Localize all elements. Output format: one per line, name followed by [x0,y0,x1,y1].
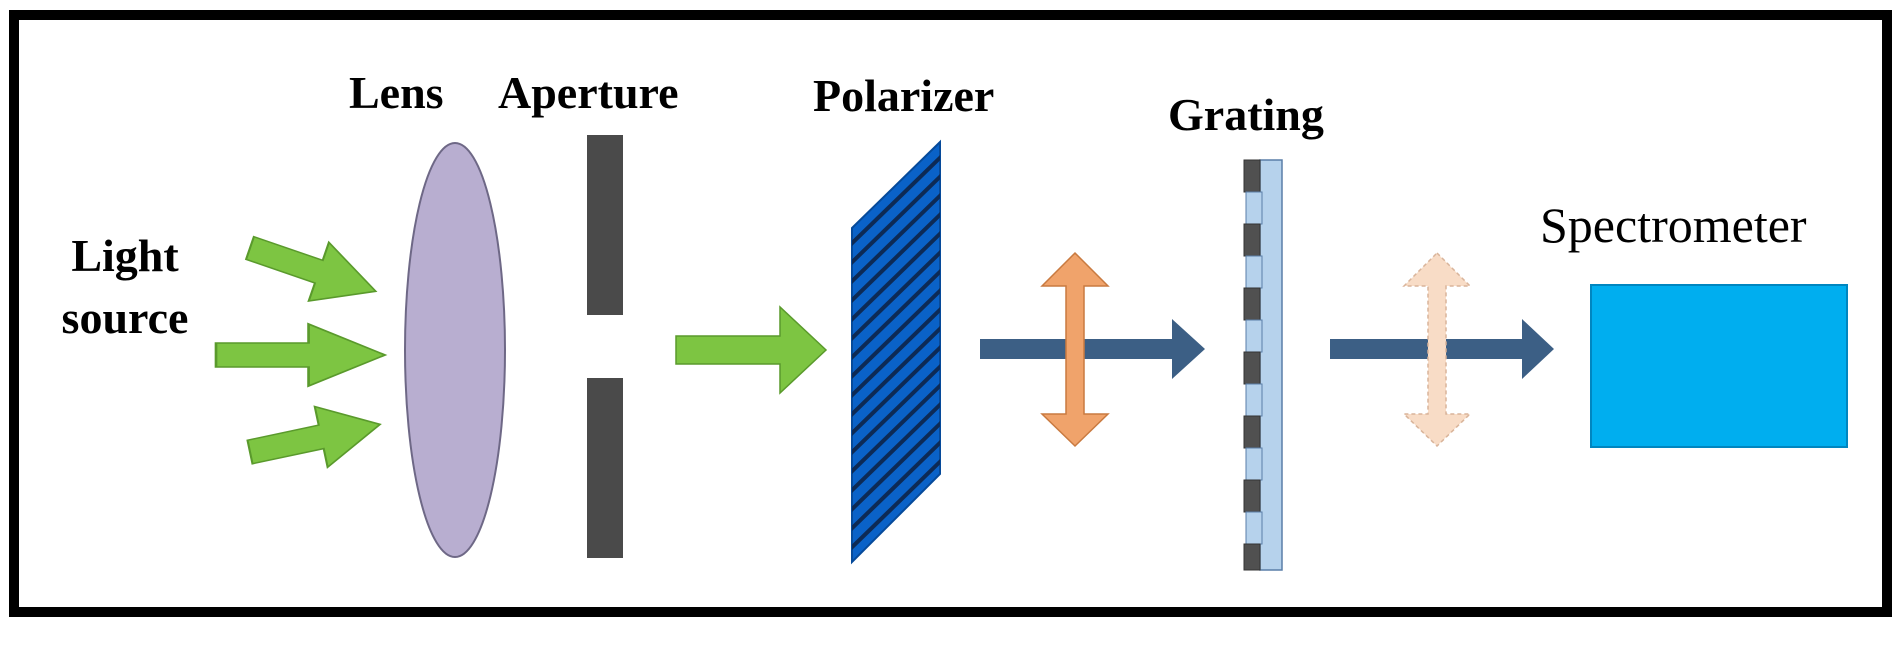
polarizer-line [852,224,940,328]
diagram-frame [9,10,1892,617]
grating-tooth [1243,159,1261,193]
polarizer-line [852,300,940,404]
spectrometer-icon [1590,284,1848,448]
polarizer-line [852,338,940,442]
aperture-icon [587,135,623,558]
grating-tooth [1245,191,1263,225]
polarizer-line [852,414,940,518]
light-ray-to-polarizer [675,305,828,395]
polarizer-line [852,281,940,385]
polarizer-label: Polarizer [813,70,995,121]
grating-teeth [1243,159,1263,571]
beam-arrow-1 [980,319,1205,379]
light-ray-middle [214,322,388,388]
polarizer-line [852,167,940,271]
light-source-label: Light source [40,225,210,349]
grating-icon [1243,159,1283,571]
polarizer-line [852,433,940,537]
grating-tooth [1243,543,1261,571]
grating-tooth [1243,287,1261,321]
light-rays [214,235,388,469]
grating-tooth [1243,351,1261,385]
aperture-upper-blade [587,135,623,315]
grating-tooth [1243,415,1261,449]
aperture-label: Aperture [498,67,679,118]
polarizer-line [852,319,940,423]
light-ray-upper [244,235,378,303]
polarization-arrow-1 [1040,251,1110,448]
polarizer-line [852,186,940,290]
grating-tooth [1245,255,1263,289]
polarizer-line [852,376,940,480]
grating-tooth [1245,319,1263,353]
grating-tooth [1243,479,1261,513]
polarizer-line [852,243,940,347]
spectrometer-label: Spectrometer [1540,197,1807,253]
lens-icon [404,142,506,558]
polarizer-line [852,205,940,309]
grating-tooth [1245,511,1263,545]
grating-substrate [1259,159,1283,571]
polarizer-line [852,357,940,461]
grating-tooth [1243,223,1261,257]
lens-label: Lens [349,67,444,118]
polarizer-grid-lines [852,148,940,562]
polarizer-line [852,148,940,252]
polarization-arrow-2 [1402,251,1472,448]
grating-tooth [1245,447,1263,481]
polarizer-line [852,452,940,556]
grating-tooth [1245,383,1263,417]
polarizer-line [852,262,940,366]
aperture-lower-blade [587,378,623,558]
polarizer-icon [851,139,941,565]
light-ray-lower [246,405,382,469]
light-source-label-line2: source [61,292,189,343]
light-source-label-line1: Light [71,230,179,281]
polarizer-line [852,395,940,499]
grating-label: Grating [1168,89,1324,140]
